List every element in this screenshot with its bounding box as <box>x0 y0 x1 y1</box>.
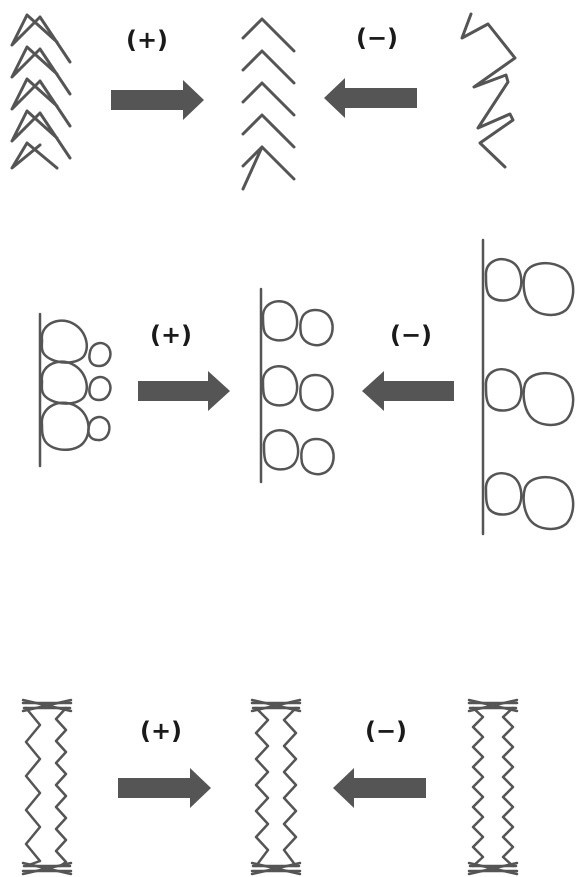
row-1: (+) (−) <box>10 12 517 191</box>
right-arrow <box>118 768 211 808</box>
positive-label: (+) <box>140 717 182 745</box>
row-2-reference-structure <box>259 287 335 484</box>
right-arrow <box>111 80 204 120</box>
row-2-negative-structure <box>481 238 575 536</box>
row-1-positive-structure <box>10 13 72 170</box>
row-3-reference-structure <box>250 698 302 876</box>
negative-label: (−) <box>365 717 407 745</box>
row-1-negative-structure <box>460 12 517 169</box>
row-2-positive-structure <box>38 312 112 468</box>
left-arrow <box>333 768 426 808</box>
left-arrow <box>324 78 417 118</box>
row-2: (+) (−) <box>38 238 575 536</box>
negative-label: (−) <box>356 24 398 52</box>
negative-label: (−) <box>390 321 432 349</box>
row-3-positive-structure <box>21 698 73 876</box>
positive-label: (+) <box>150 321 192 349</box>
left-arrow <box>362 371 454 411</box>
positive-label: (+) <box>126 26 168 54</box>
row-3: (+) (−) <box>21 698 519 876</box>
row-1-reference-structure <box>241 17 296 191</box>
right-arrow <box>138 371 230 411</box>
row-3-negative-structure <box>467 698 519 876</box>
